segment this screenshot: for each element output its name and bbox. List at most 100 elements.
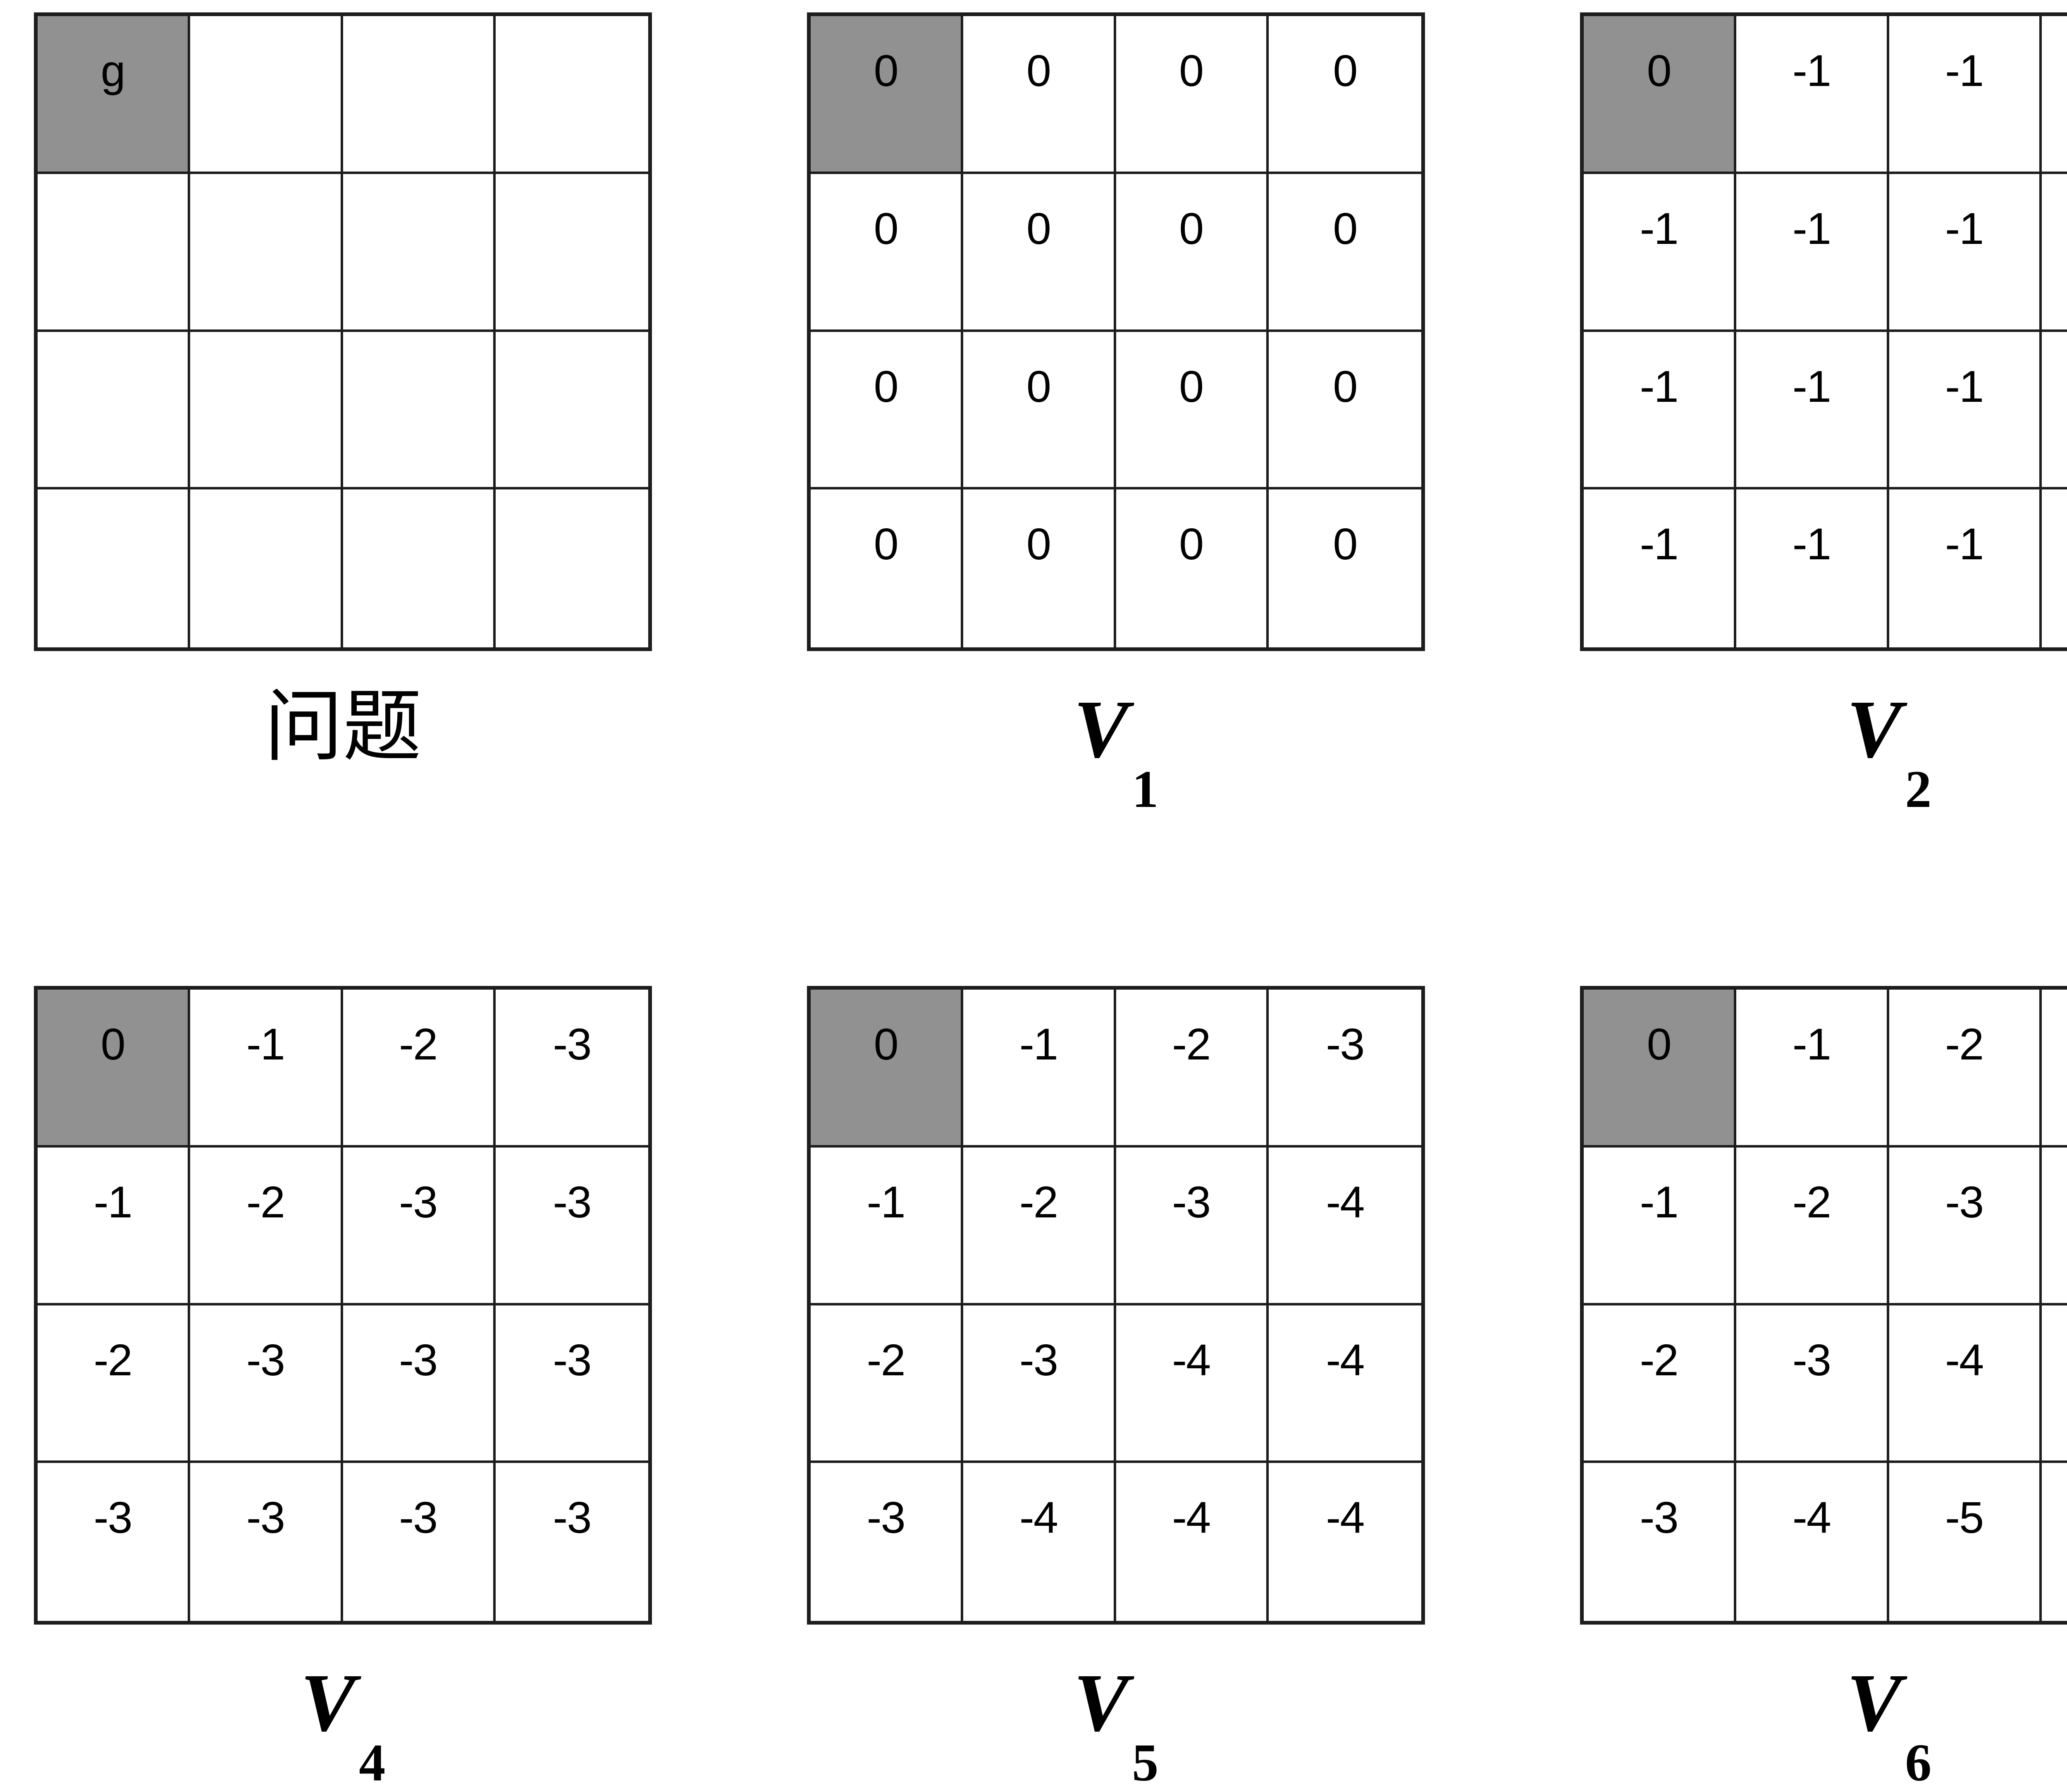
grid-cell: -1 <box>38 1147 191 1305</box>
panel-v2: 0-1-1-1-1-1-1-1-1-1-1-1-1-1-1-1V2 <box>1580 12 2067 816</box>
grid-cell: -4 <box>2041 1147 2067 1305</box>
grid-cell: -1 <box>2041 174 2067 332</box>
grid-cell: -3 <box>811 1463 964 1621</box>
caption-subscript: 2 <box>1905 760 1932 818</box>
grid-cell: -3 <box>343 1463 496 1621</box>
grid-cell <box>495 174 648 332</box>
grid-cell: 0 <box>1116 174 1269 332</box>
grid-cell: 0 <box>963 332 1116 490</box>
goal-cell: 0 <box>1584 990 1737 1148</box>
grid-cell: -1 <box>1584 332 1737 490</box>
grid-cell: -2 <box>1584 1305 1737 1463</box>
grid-cell <box>343 489 496 647</box>
grid-cell: -3 <box>343 1147 496 1305</box>
caption-subscript: 5 <box>1132 1733 1159 1792</box>
goal-cell: 0 <box>811 990 964 1148</box>
grid-cell: -1 <box>1584 489 1737 647</box>
grid-cell: -1 <box>190 990 343 1148</box>
grid-cell: -1 <box>1889 332 2042 490</box>
grid-cell: -3 <box>343 1305 496 1463</box>
grid-cell: 0 <box>811 489 964 647</box>
grid-cell: -4 <box>1889 1305 2042 1463</box>
grid-cell: -4 <box>1268 1305 1421 1463</box>
grid-cell: 0 <box>811 174 964 332</box>
grid-cell: -2 <box>190 1147 343 1305</box>
grid-v6: 0-1-2-3-1-2-3-4-2-3-4-5-3-4-5-5 <box>1580 986 2067 1625</box>
grid-cell: -1 <box>1889 489 2042 647</box>
caption-symbol: V <box>1846 1657 1902 1749</box>
grid-cell: -1 <box>2041 332 2067 490</box>
grid-cell: -1 <box>1584 174 1737 332</box>
caption-symbol: V <box>1073 684 1129 775</box>
grid-cell <box>343 174 496 332</box>
grid-cell: -5 <box>2041 1463 2067 1621</box>
grid-cell: -2 <box>811 1305 964 1463</box>
goal-cell: g <box>38 16 191 174</box>
grid-cell <box>190 16 343 174</box>
grid-cell: -4 <box>1736 1463 1889 1621</box>
grid-cell: -3 <box>1584 1463 1737 1621</box>
grid-v5: 0-1-2-3-1-2-3-4-2-3-4-4-3-4-4-4 <box>807 986 1425 1625</box>
caption-symbol: V <box>1846 684 1902 775</box>
panel-caption: 问题 <box>264 688 421 808</box>
grid-cell: -2 <box>1736 1147 1889 1305</box>
grid-cell <box>495 16 648 174</box>
grid-cell <box>38 489 191 647</box>
grid-cell: -3 <box>1889 1147 2042 1305</box>
grid-cell: -1 <box>2041 489 2067 647</box>
grid-cell: -3 <box>190 1305 343 1463</box>
grid-cell <box>343 332 496 490</box>
grid-cell: -1 <box>1889 16 2042 174</box>
goal-cell: 0 <box>38 990 191 1148</box>
grid-cell: -3 <box>495 990 648 1148</box>
grid-cell: -2 <box>38 1305 191 1463</box>
grid-cell <box>495 332 648 490</box>
grid-cell: 0 <box>1268 489 1421 647</box>
grid-cell: -4 <box>1116 1305 1269 1463</box>
grid-cell: -2 <box>1116 990 1269 1148</box>
grid-problem: g <box>34 12 652 651</box>
caption-subscript: 4 <box>359 1733 386 1792</box>
grid-cell: -3 <box>495 1463 648 1621</box>
grid-cell: -1 <box>1736 16 1889 174</box>
grid-cell: 0 <box>1116 332 1269 490</box>
grid-cell: -5 <box>2041 1305 2067 1463</box>
grid-cell: 0 <box>1268 332 1421 490</box>
caption-text: 问题 <box>264 684 422 771</box>
grid-cell: -3 <box>1268 990 1421 1148</box>
grid-cell: 0 <box>1116 489 1269 647</box>
grid-cell: -3 <box>190 1463 343 1621</box>
panel-problem: g 问题 <box>34 12 652 808</box>
grid-cell: -3 <box>1116 1147 1269 1305</box>
grid-cell: 0 <box>1268 16 1421 174</box>
grid-cell: -1 <box>2041 16 2067 174</box>
caption-symbol: V <box>300 1657 356 1749</box>
grid-cell <box>38 174 191 332</box>
grid-cell <box>190 489 343 647</box>
grid-cell: 0 <box>963 489 1116 647</box>
caption-subscript: 6 <box>1905 1733 1932 1792</box>
caption-subscript: 1 <box>1132 760 1159 818</box>
grid-cell: -3 <box>2041 990 2067 1148</box>
grid-cell: -2 <box>963 1147 1116 1305</box>
grid-cell <box>495 489 648 647</box>
grid-cell: -4 <box>1268 1463 1421 1621</box>
grid-cell: -1 <box>1889 174 2042 332</box>
grid-cell: 0 <box>963 174 1116 332</box>
grid-cell <box>38 332 191 490</box>
grid-cell: -1 <box>1736 990 1889 1148</box>
grid-cell: -2 <box>1889 990 2042 1148</box>
grid-cell: 0 <box>811 332 964 490</box>
grid-cell: 0 <box>1116 16 1269 174</box>
